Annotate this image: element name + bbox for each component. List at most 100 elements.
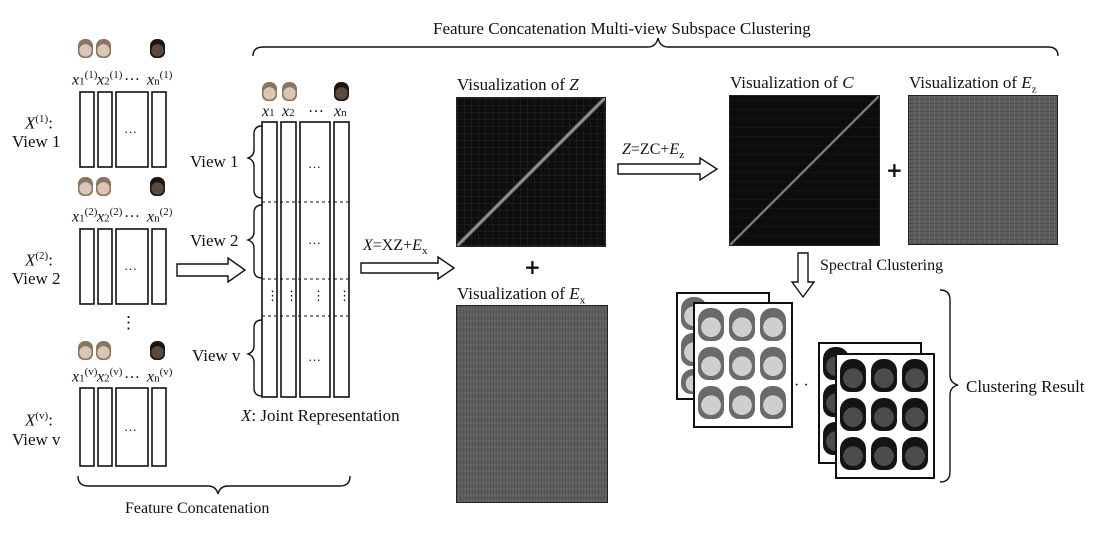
face-thumbnail-icon [150,39,165,58]
arrow-to-c [617,156,719,182]
arrow-to-joint [176,256,247,284]
clustering-result-label: Clustering Result [966,377,1085,396]
face-tile-icon [760,347,786,380]
face-tile-icon [698,308,724,341]
view1-col-1 [79,91,95,168]
face-tile-icon [902,437,928,470]
view2-symbol: X(2): [25,250,53,270]
spectral-clustering-label: Spectral Clustering [820,257,944,274]
joint-col1-label: x1 [262,103,275,120]
viewv-col-mid [115,387,149,467]
viewv-col-n [151,387,167,467]
viewv-col2-label: x2(v) [97,366,123,386]
viz-c-title: Visualization of C [730,73,854,92]
equation-z-zc-ez: Z=ZC+Ez [622,141,685,162]
diagram-title: Feature Concatenation Multi-view Subspac… [433,19,811,38]
face-tile-icon [698,386,724,419]
viewv-col1-label: x1(v) [72,366,98,386]
view2-col-1 [79,228,95,305]
view1-coln-label: xn(1) [147,69,173,89]
face-thumbnail-icon [78,177,93,196]
bottom-brace [77,475,351,495]
face-tile-icon [871,437,897,470]
face-thumbnail-icon [96,341,111,360]
face-tile-icon [840,359,866,392]
equation-x-xz-ex: X=XZ+Ex [363,237,428,258]
face-tile-icon [902,359,928,392]
view2-col-mid [115,228,149,305]
visualization-z-image [456,97,606,247]
view1-dots: … [124,67,140,84]
viz-ex-title: Visualization of Ex [457,284,586,307]
joint-representation-caption: X: Joint Representation [241,406,400,425]
viewv-col-1 [79,387,95,467]
joint-vdots-1: ⋮ [266,288,279,303]
face-thumbnail-icon [150,341,165,360]
cluster2-front-grid [835,353,935,479]
joint-block2-dots: … [308,232,321,247]
joint-col-2 [280,121,297,398]
view2-col-2 [97,228,113,305]
view2-col2-label: x2(2) [97,206,123,226]
view1-col2-label: x2(1) [97,69,123,89]
face-tile-icon [840,437,866,470]
view2-matrix-dots: … [124,258,137,273]
feature-concatenation-label: Feature Concatenation [125,500,270,517]
arrow-down-spectral [790,252,816,299]
view1-symbol: X(1): [25,113,53,133]
view2-dots: … [124,204,140,221]
face-thumbnail-icon [150,177,165,196]
top-brace [252,37,1059,57]
joint-view1-label: View 1 [190,152,239,171]
face-tile-icon [840,398,866,431]
face-tile-icon [871,359,897,392]
viewv-label: View v [12,430,61,449]
vertical-dots: ⋮ [120,313,137,332]
view1-label: View 1 [12,132,61,151]
face-thumbnail-icon [78,341,93,360]
face-tile-icon [760,308,786,341]
joint-col2-label: x2 [282,103,295,120]
face-tile-icon [729,386,755,419]
joint-coln-label: xn [334,103,347,120]
face-tile-icon [729,347,755,380]
brace-view1 [245,125,263,199]
joint-col-n [333,121,350,398]
viz-ez-title: Visualization of Ez [909,73,1037,96]
joint-vdots-2: ⋮ [285,288,298,303]
face-thumbnail-icon [96,39,111,58]
face-thumbnail-icon [262,82,277,101]
viewv-coln-label: xn(v) [147,366,173,386]
visualization-ex-image [456,305,608,503]
brace-view2 [245,204,263,279]
view1-matrix-dots: … [124,121,137,136]
face-thumbnail-icon [282,82,297,101]
plus-sign: + [524,255,541,279]
view1-col-n [151,91,167,168]
cluster1-front-grid [693,302,793,428]
viz-z-title: Visualization of Z [457,75,579,94]
joint-header-dots: … [308,99,324,116]
joint-separators [262,201,349,317]
face-tile-icon [871,398,897,431]
arrow-to-viz [360,255,456,281]
face-thumbnail-icon [96,177,111,196]
view1-col-mid [115,91,149,168]
face-tile-icon [760,386,786,419]
viewv-col-2 [97,387,113,467]
brace-viewv [245,319,263,397]
joint-vdots-4: ⋮ [338,288,351,303]
view2-coln-label: xn(2) [147,206,173,226]
joint-view2-label: View 2 [190,231,239,250]
face-tile-icon [729,308,755,341]
view1-col1-label: x1(1) [72,69,98,89]
joint-col-mid [299,121,331,398]
viewv-symbol: X(v): [25,410,53,430]
result-brace [939,289,959,483]
viewv-dots: … [124,365,140,382]
view2-label: View 2 [12,269,61,288]
joint-viewv-label: View v [192,346,241,365]
view2-col1-label: x1(2) [72,206,98,226]
joint-vdots-3: ⋮ [312,288,325,303]
